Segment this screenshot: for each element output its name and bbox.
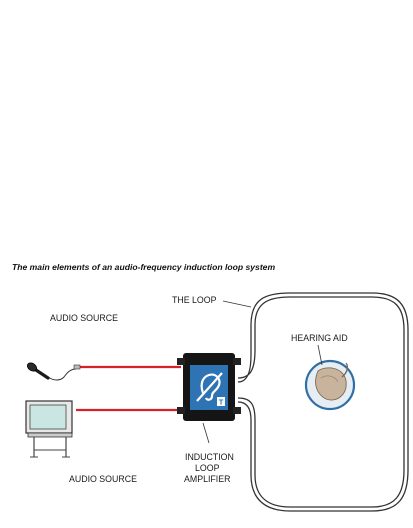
induction-loop-diagram: T AUDIO SOURCE THE LOOP HEARING AID INDU… [25,292,409,512]
amplifier-t-badge: T [219,398,224,407]
induction-loop [237,292,409,512]
diagram-caption: The main elements of an audio-frequency … [12,262,276,272]
hearing-aid-label: HEARING AID [291,333,348,343]
audio-source-bottom-label: AUDIO SOURCE [69,474,137,484]
the-loop-label: THE LOOP [172,295,217,305]
signal-wires [76,365,181,412]
amplifier-label-line1: INDUCTION [185,452,234,462]
audio-source-top-label: AUDIO SOURCE [50,313,118,323]
amplifier-box: T [177,353,241,421]
amplifier-label-line3: AMPLIFIER [184,474,230,484]
hearing-aid-icon [304,359,356,411]
amplifier-label-line2: LOOP [195,463,220,473]
microphone-icon [27,362,81,381]
hearing-loop-icon [196,372,223,402]
television-icon [25,400,73,458]
leader-lines [202,300,323,444]
